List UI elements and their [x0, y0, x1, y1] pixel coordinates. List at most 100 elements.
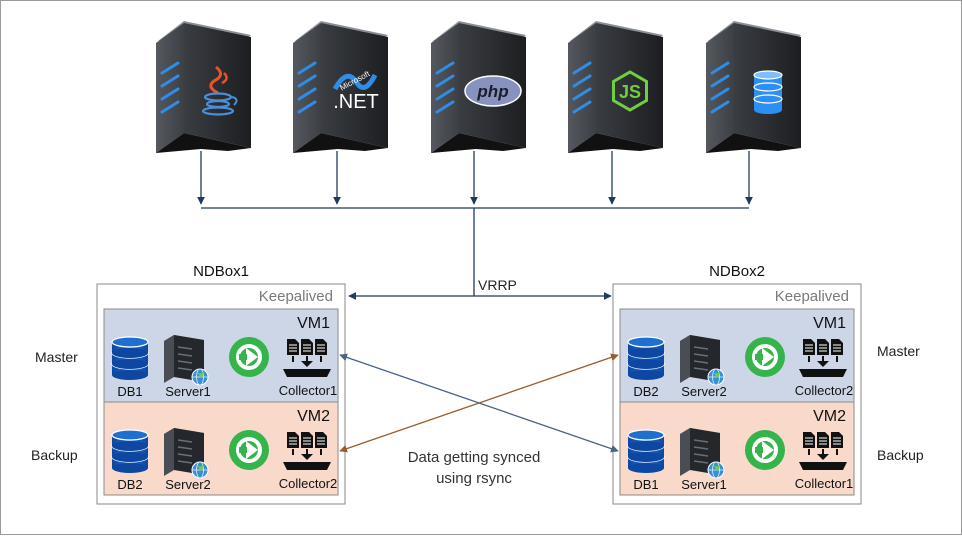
tower-base: [156, 133, 251, 153]
database-icon: [627, 429, 665, 473]
server-icon: [164, 428, 209, 479]
tower-led: [297, 61, 317, 75]
app-server-tower-4: JS: [568, 21, 663, 153]
keepalived-label: Keepalived: [775, 288, 849, 305]
tower-led: [572, 100, 592, 114]
tower-led: [710, 87, 730, 101]
tower-led: [160, 61, 180, 75]
server-icon: [680, 335, 725, 386]
tower-side: [431, 23, 459, 153]
backup-label-right: Backup: [877, 447, 924, 463]
document-icon: [287, 339, 299, 355]
ndbox-title: NDBox2: [709, 263, 765, 280]
tower-front: [321, 23, 388, 148]
tower-base: [568, 133, 663, 153]
globe-icon: [191, 461, 209, 479]
tower-side: [293, 23, 321, 153]
document-icon: [315, 432, 327, 448]
db-label: DB1: [117, 384, 142, 399]
tower-led: [160, 100, 180, 114]
tower-led: [297, 74, 317, 88]
tower-led: [297, 100, 317, 114]
database-icon: [111, 336, 149, 380]
server-label: Server1: [165, 384, 211, 399]
agent-green-icon: [229, 337, 269, 377]
sync-label-backing: [389, 444, 561, 490]
master-label-right: Master: [877, 343, 920, 359]
db-label: DB1: [633, 477, 658, 492]
vm-name: VM1: [297, 315, 330, 332]
tower-side: [156, 23, 184, 153]
master-label-left: Master: [35, 349, 78, 365]
sync-label-line-2: using rsync: [436, 470, 512, 487]
document-icon: [817, 339, 829, 355]
tower-front: [184, 23, 251, 148]
server-label: Server2: [681, 384, 727, 399]
database-icon: [627, 336, 665, 380]
tower-base: [431, 133, 526, 153]
nodejs-logo-icon: JS: [612, 70, 648, 112]
tower-front: [596, 23, 663, 148]
tower-led: [435, 87, 455, 101]
php-label: php: [476, 82, 508, 101]
server-label: Server2: [165, 477, 211, 492]
document-icon: [315, 339, 327, 355]
tray-icon: [799, 462, 847, 470]
tower-led: [435, 61, 455, 75]
collector-label: Collector1: [279, 383, 338, 398]
tray-icon: [283, 369, 331, 377]
document-icon: [817, 432, 829, 448]
tower-led: [572, 74, 592, 88]
php-logo-icon: php: [464, 75, 522, 107]
tower-led: [710, 61, 730, 75]
tower-base: [293, 133, 388, 153]
collector-icon: [283, 432, 331, 470]
app-server-tower-3: php: [431, 21, 526, 153]
java-logo-icon: [201, 65, 238, 116]
collector-icon: [283, 339, 331, 377]
tower-led: [160, 74, 180, 88]
sync-label-line-1: Data getting synced: [408, 449, 541, 466]
app-server-tower-2: Microsoft.NET: [293, 21, 388, 153]
document-icon: [803, 339, 815, 355]
database-logo-icon: [753, 70, 783, 114]
vm-name: VM1: [813, 315, 846, 332]
document-icon: [301, 339, 313, 355]
db-label: DB2: [633, 384, 658, 399]
document-icon: [287, 432, 299, 448]
nodejs-label: JS: [619, 82, 641, 102]
server-icon: [164, 335, 209, 386]
backup-label-left: Backup: [31, 447, 78, 463]
app-server-tower-5: [706, 21, 801, 153]
app-servers-row: Microsoft.NET php JS: [156, 21, 801, 153]
ndbox-title: NDBox1: [193, 263, 249, 280]
vm-name: VM2: [813, 408, 846, 425]
globe-icon: [191, 368, 209, 386]
dotnet-logo-icon: Microsoft.NET: [332, 69, 379, 113]
server-icon: [680, 428, 725, 479]
document-icon: [831, 432, 843, 448]
globe-icon: [707, 368, 725, 386]
tower-led: [435, 100, 455, 114]
collector-label: Collector2: [279, 476, 338, 491]
app-server-tower-1: [156, 21, 251, 153]
db-label: DB2: [117, 477, 142, 492]
tower-led: [160, 87, 180, 101]
tower-led: [297, 87, 317, 101]
server-label: Server1: [681, 477, 727, 492]
document-icon: [831, 339, 843, 355]
document-icon: [803, 432, 815, 448]
database-icon: [111, 429, 149, 473]
tower-side: [568, 23, 596, 153]
agent-green-icon: [229, 430, 269, 470]
tower-led: [435, 74, 455, 88]
tower-led: [572, 87, 592, 101]
